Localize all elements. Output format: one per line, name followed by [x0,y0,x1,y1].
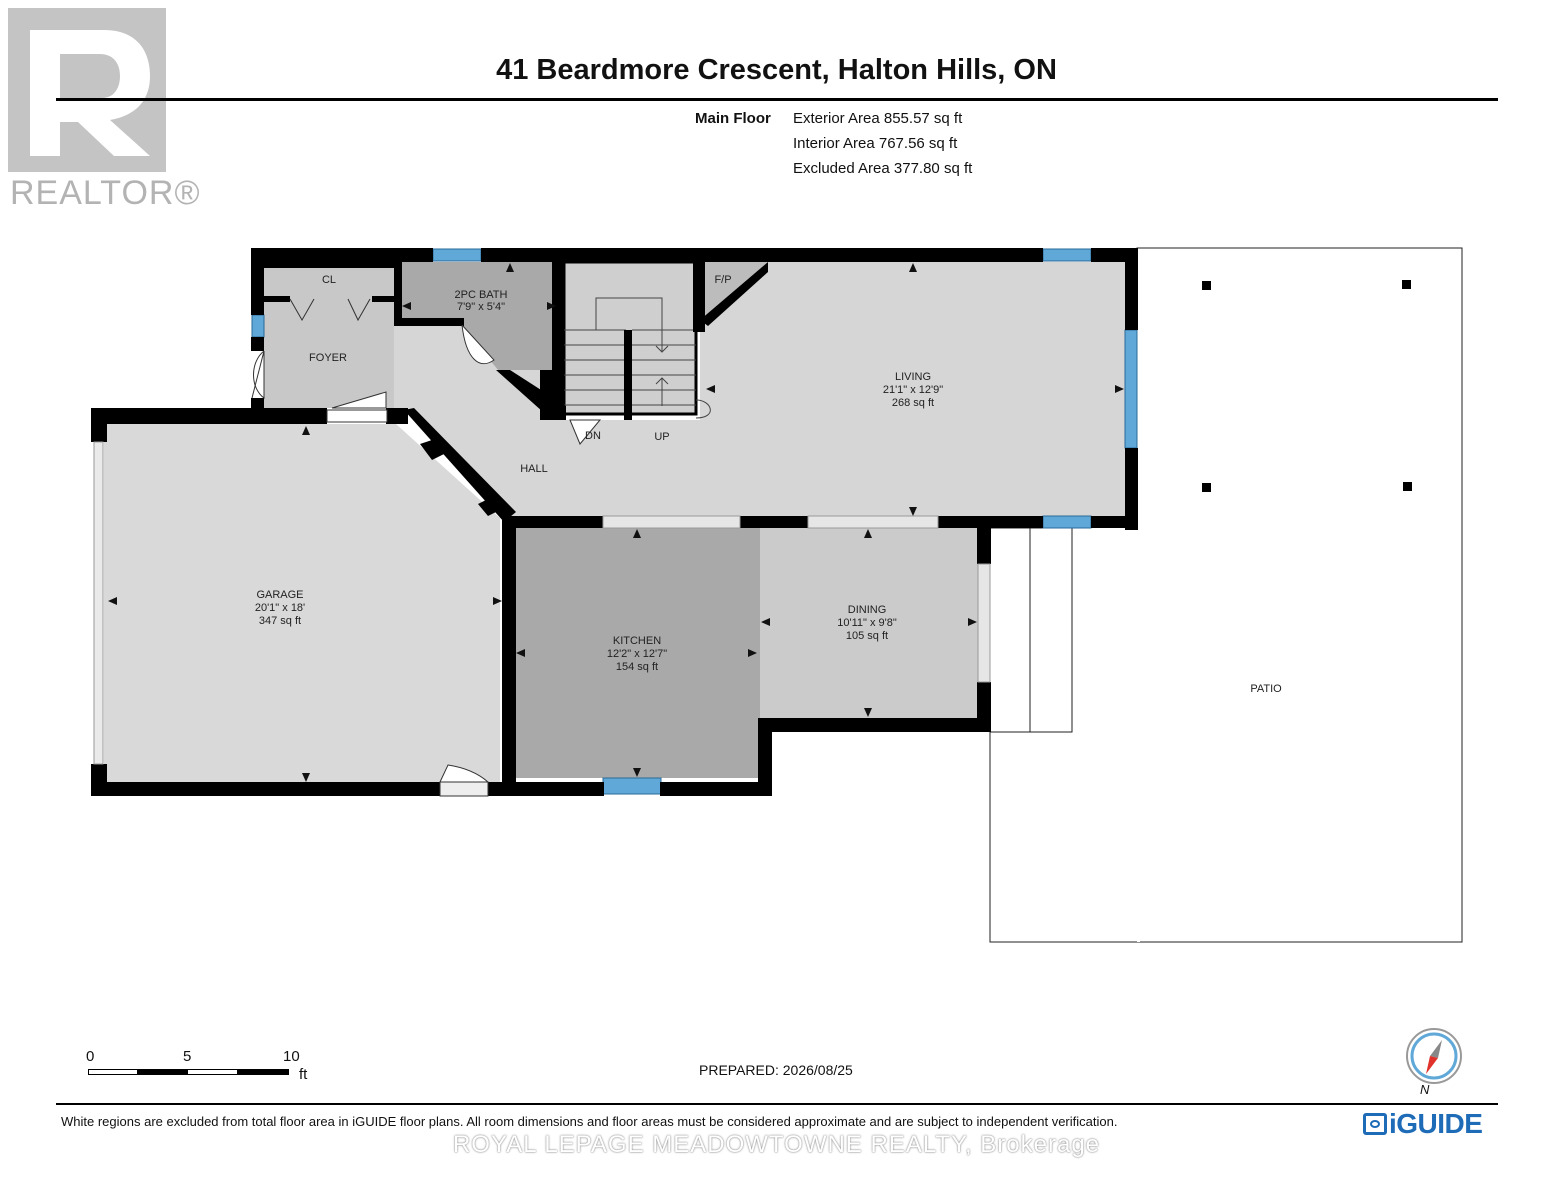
scale-segment [187,1069,238,1075]
scale-label-0: 0 [86,1048,95,1065]
post-marker [1402,280,1411,289]
exterior-area: Exterior Area 855.57 sq ft [793,110,963,127]
page-title: 41 Beardmore Crescent, Halton Hills, ON [496,54,1057,86]
cl-label: CL [322,274,336,286]
bath-label: 2PC BATH [455,289,508,301]
garage-dims: 20'1" x 18' [255,602,305,614]
floor-name: Main Floor [695,110,771,127]
interior-area: Interior Area 767.56 sq ft [793,135,958,152]
scale-label-10: 10 [283,1048,300,1065]
realtor-logo: REALTOR® [6,6,200,212]
living-dims: 21'1" x 12'9" [883,384,943,396]
post-marker [1202,281,1211,290]
dimension-markers [108,263,1124,782]
garage-area: 347 sq ft [259,615,301,627]
title-divider [56,98,1498,101]
kitchen-dims: 12'2" x 12'7" [607,648,667,660]
staircase [562,260,711,419]
patio-label: PATIO [1250,683,1282,695]
iguide-logo: iGUIDE [1363,1108,1483,1140]
compass-label: N [1420,1082,1430,1097]
living-label: LIVING [895,371,931,383]
post-marker [1403,482,1412,491]
stairs-down-label: DN [585,430,601,442]
doors [93,298,991,797]
compass-north-icon: N [1402,1028,1466,1100]
prepared-date: PREPARED: 2026/08/25 [699,1062,853,1078]
living-area: 268 sq ft [892,397,934,409]
walls [91,248,1138,796]
bath-dims: 7'9" x 5'4" [457,301,505,313]
post-marker [1202,483,1211,492]
room-labels: CL 2PC BATH 7'9" x 5'4" F/P FOYER LIVING… [255,274,1282,695]
scale-segment [88,1069,138,1075]
iguide-icon [1363,1113,1387,1135]
kitchen-label: KITCHEN [613,635,661,647]
foyer-label: FOYER [309,352,347,364]
realtor-wordmark: REALTOR® [10,174,201,212]
stairs-up-label: UP [654,431,669,443]
patio-area [989,247,1463,943]
scale-segment [137,1069,188,1075]
fireplace-label: F/P [714,274,731,286]
excluded-area: Excluded Area 377.80 sq ft [793,160,973,177]
dining-area: 105 sq ft [846,630,888,642]
scale-label-5: 5 [183,1048,192,1065]
hall-label: HALL [520,463,548,475]
kitchen-area: 154 sq ft [616,661,658,673]
brokerage-watermark: ROYAL LEPAGE MEADOWTOWNE REALTY, Brokera… [452,1131,1101,1158]
garage-label: GARAGE [256,589,303,601]
scale-unit: ft [299,1066,308,1083]
iguide-wordmark: iGUIDE [1389,1108,1483,1139]
scale-segment [237,1069,289,1075]
dining-dims: 10'11" x 9'8" [837,617,897,629]
dining-label: DINING [848,604,887,616]
footer-divider [56,1103,1498,1105]
realtor-r-icon [8,8,166,172]
disclaimer-text: White regions are excluded from total fl… [61,1114,1118,1129]
scale-bar: 0 5 10 ft [84,1048,324,1088]
